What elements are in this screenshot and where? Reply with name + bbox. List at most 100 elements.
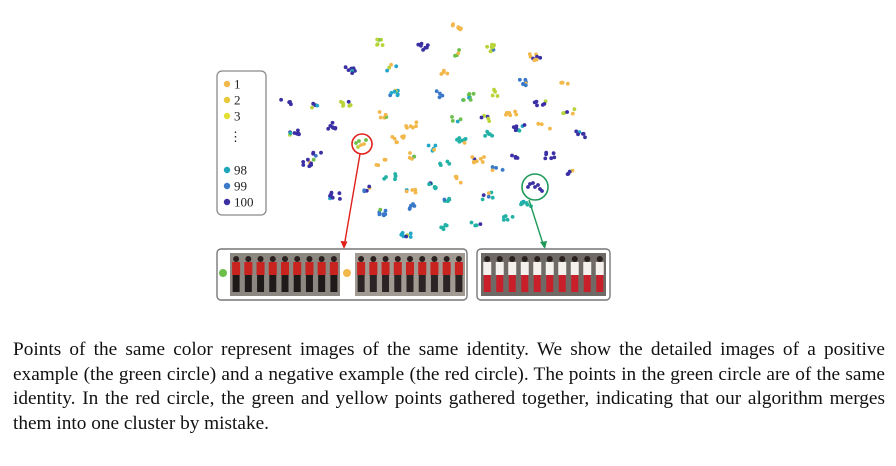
scatter-point (433, 185, 437, 189)
scatter-point (485, 44, 489, 49)
scatter-point (341, 104, 345, 108)
pedestrian-legs (369, 275, 377, 292)
scatter-point (513, 109, 517, 114)
scatter-point (392, 89, 397, 94)
scatter-point (380, 43, 385, 47)
scatter-point (532, 58, 537, 63)
pedestrian-torso (329, 262, 338, 275)
pedestrian-head (233, 256, 240, 262)
scatter-point (412, 204, 417, 208)
scatter-point (548, 126, 552, 131)
scatter-point (523, 77, 528, 82)
scatter-point (378, 115, 383, 120)
legend-label-100: 100 (234, 195, 254, 210)
scatter-point (570, 111, 575, 116)
scatter-point (339, 99, 343, 104)
scatter-point (551, 151, 556, 156)
pedestrian-head (559, 256, 566, 262)
scatter-point (462, 137, 467, 142)
scatter-point (296, 128, 300, 133)
scatter-point (362, 188, 367, 193)
pedestrian-torso (305, 262, 314, 275)
pedestrian-head (596, 256, 603, 262)
scatter-point (456, 51, 461, 56)
scatter-point (357, 139, 361, 143)
scatter-point (510, 215, 515, 219)
scatter-point (480, 197, 485, 202)
scatter-point (474, 223, 479, 228)
scatter-point (378, 207, 383, 212)
pedestrian-torso (381, 262, 390, 275)
scatter-point (526, 185, 530, 189)
scatter-point (385, 68, 389, 73)
pedestrian-head (431, 256, 438, 262)
scatter-point (395, 140, 399, 145)
scatter-point (389, 62, 393, 67)
scatter-point (501, 215, 506, 219)
scatter-point (542, 102, 547, 106)
scatter-point (514, 124, 519, 129)
scatter-point (538, 55, 543, 60)
scatter-point (441, 227, 446, 232)
pedestrian-torso (244, 262, 253, 275)
scatter-point (461, 98, 466, 102)
scatter-point (450, 119, 455, 123)
pedestrian-legs (521, 275, 529, 292)
scatter-point (533, 185, 537, 189)
scatter-point (414, 124, 418, 129)
legend-label-99: 99 (234, 179, 247, 194)
scatter-point (375, 37, 380, 42)
pedestrian-legs (318, 275, 326, 292)
scatter-point (362, 142, 366, 146)
scatter-point (490, 165, 495, 169)
pedestrian-legs (232, 275, 240, 292)
scatter-point (419, 43, 423, 48)
pedestrian-torso (520, 262, 529, 275)
pedestrian-legs (443, 275, 451, 292)
scatter-point (408, 235, 413, 239)
scatter-point (407, 207, 412, 211)
pedestrian-torso (268, 262, 277, 275)
red-arrow (343, 153, 361, 248)
pedestrian-torso (533, 262, 542, 275)
scatter-point (401, 234, 406, 239)
pedestrian-legs (244, 275, 252, 292)
scatter-point (326, 126, 331, 131)
pedestrian-legs (496, 275, 504, 292)
legend-box (216, 70, 267, 216)
scatter-point (534, 99, 539, 104)
scatter-point (450, 115, 454, 119)
scatter-point (330, 125, 335, 129)
legend-label-2: 2 (234, 93, 241, 108)
positive-image-strip (481, 253, 606, 296)
legend-label-3: 3 (234, 109, 241, 124)
pedestrian-legs (533, 275, 541, 292)
green-highlight-circle (521, 173, 549, 201)
scatter-point (354, 141, 358, 145)
scatter-point (438, 161, 442, 166)
scatter-point (404, 189, 409, 194)
pedestrian-torso (293, 262, 302, 275)
scatter-point (444, 223, 448, 228)
scatter-point (544, 150, 549, 155)
negative-image-strip-yellow-identity (355, 253, 465, 296)
scatter-point (387, 65, 392, 70)
scatter-point (469, 220, 474, 225)
scatter-point (346, 68, 351, 72)
scatter-point (333, 126, 338, 130)
scatter-point (279, 97, 283, 102)
scatter-point (383, 112, 388, 117)
scatter-point (438, 91, 442, 96)
pedestrian-legs (583, 275, 591, 292)
scatter-point (311, 157, 316, 162)
pedestrian-head (394, 256, 401, 262)
scatter-point (574, 129, 579, 134)
scatter-point (470, 155, 475, 159)
scatter-point (356, 145, 360, 149)
legend-marker-2 (223, 96, 231, 104)
pedestrian-torso (545, 262, 554, 275)
scatter-point (434, 89, 439, 94)
scatter-point (432, 147, 436, 152)
pedestrian-legs (394, 275, 402, 292)
